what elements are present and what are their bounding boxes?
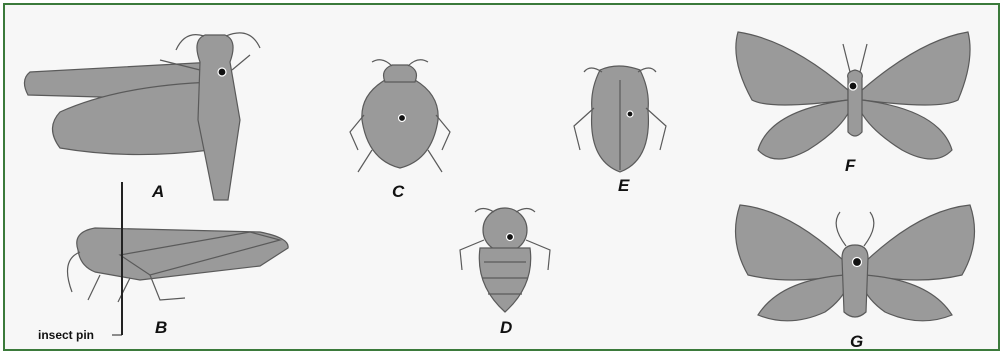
label-g: G [850,332,863,352]
grasshopper-side-specimen [68,228,289,302]
pin-head-d [507,234,514,241]
grasshopper-dorsal-specimen [24,33,260,200]
label-f: F [845,156,855,176]
label-c: C [392,182,404,202]
pin-head-f [849,82,857,90]
insect-pin-label: insect pin [38,328,94,342]
label-d: D [500,318,512,338]
label-e: E [618,176,629,196]
bee-specimen [460,208,550,312]
pin-head-a [218,68,226,76]
beetle-specimen [574,66,666,172]
butterfly-specimen [736,32,970,159]
label-a: A [152,182,164,202]
label-b: B [155,318,167,338]
pin-head-c [399,115,406,122]
pin-head-g [853,258,862,267]
pin-head-e [627,111,633,117]
